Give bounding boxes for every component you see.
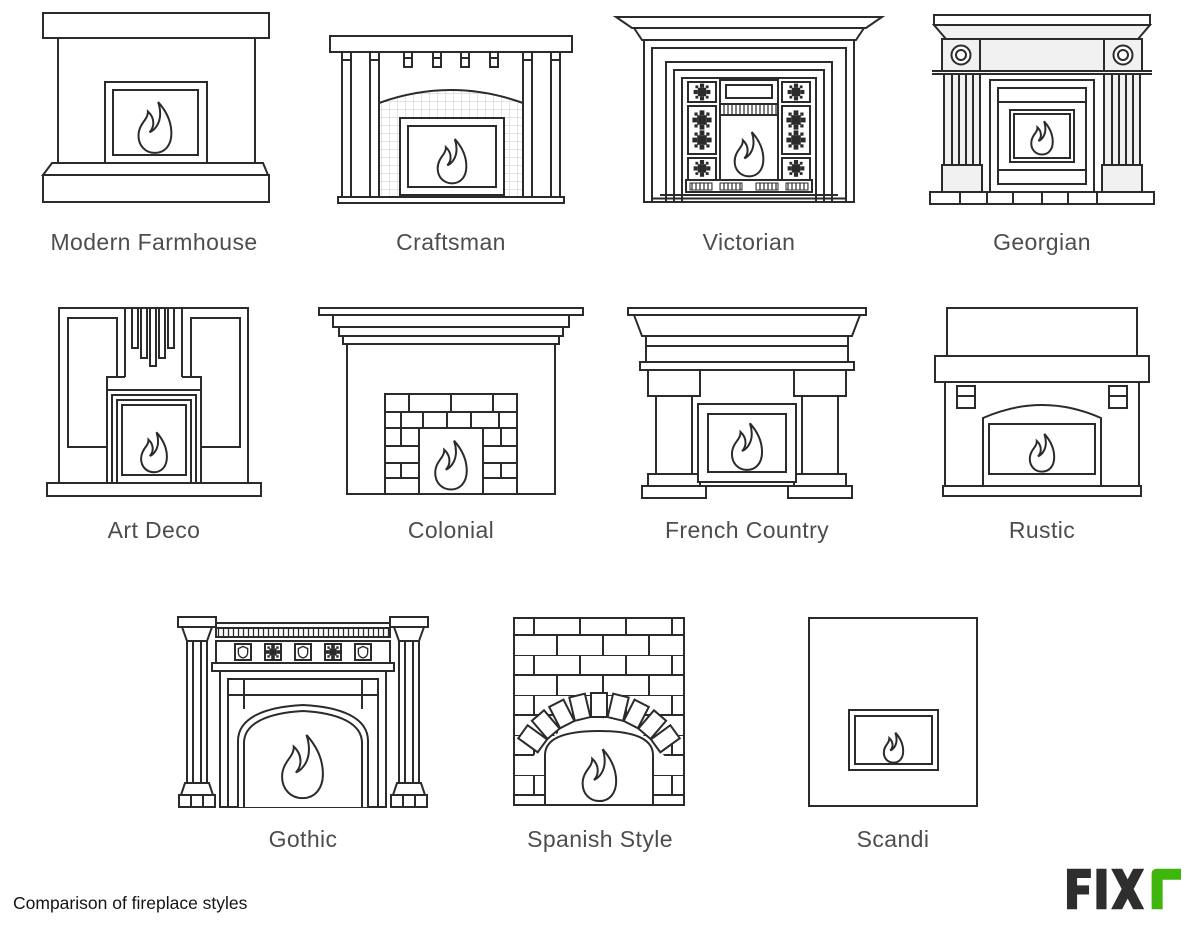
illustration-gothic [176,615,430,809]
arch-voussoirs [516,692,682,754]
illustration-french-country [620,306,874,499]
fixr-logo: FIXr [1063,866,1185,917]
style-label-scandi: Scandi [856,826,930,852]
style-label-art-deco: Art Deco [107,517,201,543]
style-label-craftsman: Craftsman [396,229,506,255]
figure-caption: Comparison of fireplace styles [13,893,248,913]
style-label-colonial: Colonial [407,517,495,543]
illustration-scandi [806,616,980,808]
illustration-victorian [610,14,888,204]
style-label-victorian: Victorian [702,229,796,255]
style-label-spanish-style: Spanish Style [527,826,673,852]
style-label-modern-farmhouse: Modern Farmhouse [50,229,258,255]
style-label-georgian: Georgian [993,229,1091,255]
illustration-art-deco [45,307,263,499]
illustration-spanish-style [511,615,688,807]
style-label-french-country: French Country [664,517,830,543]
style-label-gothic: Gothic [268,826,338,852]
illustration-craftsman [326,30,576,205]
illustration-colonial [313,306,589,496]
illustration-rustic [933,306,1151,497]
illustration-georgian [926,14,1158,206]
style-label-rustic: Rustic [1008,517,1076,543]
illustration-modern-farmhouse [36,10,272,210]
fixr-logo-graphic [1066,868,1182,910]
